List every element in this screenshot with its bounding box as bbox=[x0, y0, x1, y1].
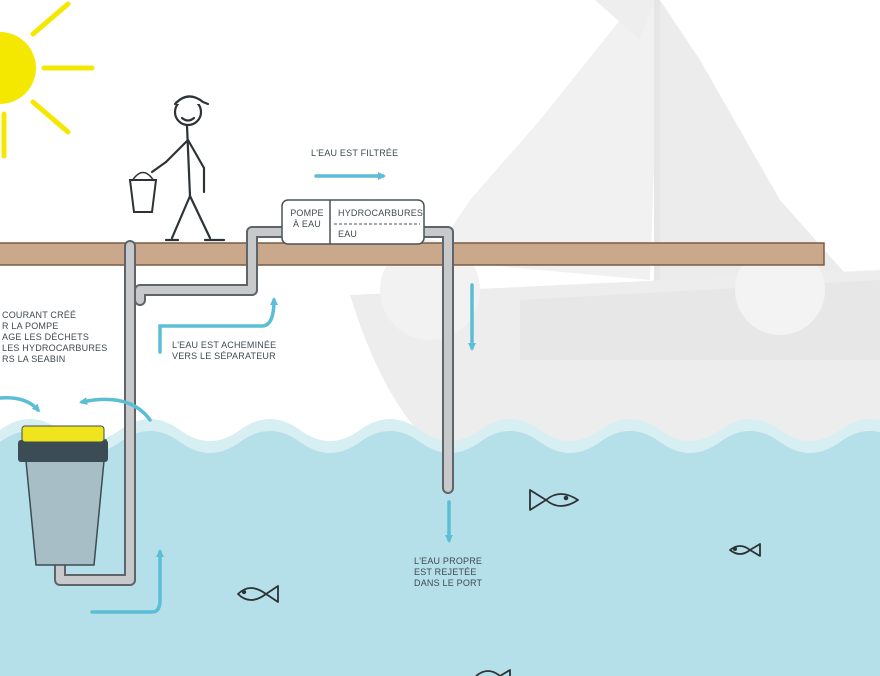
label-current-line5: RS LA SEABIN bbox=[2, 354, 66, 364]
sun-icon bbox=[0, 1, 95, 159]
label-water: EAU bbox=[338, 229, 358, 239]
label-pump: POMPE À EAU bbox=[284, 208, 330, 230]
label-water-filtered: L'EAU EST FILTRÉE bbox=[311, 148, 399, 158]
pipe-system bbox=[54, 226, 454, 586]
label-pump-line1: POMPE bbox=[290, 208, 324, 218]
label-current-line2: R LA POMPE bbox=[2, 321, 59, 331]
fish-icon bbox=[475, 669, 511, 676]
label-clean-line1: L'EAU PROPRE bbox=[414, 556, 483, 566]
arrow-up-bottom bbox=[90, 549, 164, 614]
arrow-routed bbox=[158, 297, 278, 354]
label-routed-line2: VERS LE SÉPARATEUR bbox=[172, 351, 276, 361]
separator-unit bbox=[281, 199, 425, 245]
label-routed-line1: L'EAU EST ACHEMINÉE bbox=[172, 340, 277, 350]
label-routed: L'EAU EST ACHEMINÉE VERS LE SÉPARATEUR bbox=[172, 340, 276, 362]
label-current-line4: LES HYDROCARBURES bbox=[2, 343, 108, 353]
water bbox=[0, 419, 880, 676]
label-pump-line2: À EAU bbox=[292, 219, 321, 229]
label-current-line1: COURANT CRÉÉ bbox=[2, 310, 77, 320]
label-clean-line3: DANS LE PORT bbox=[414, 578, 483, 588]
arrow-into-bin-left bbox=[0, 396, 40, 413]
fish-icon bbox=[529, 489, 579, 511]
label-current: COURANT CRÉÉ R LA POMPE AGE LES DÉCHETS … bbox=[2, 310, 107, 365]
arrow-into-bin-right bbox=[79, 397, 152, 422]
label-current-line3: AGE LES DÉCHETS bbox=[2, 332, 90, 342]
fish-icon bbox=[729, 543, 761, 557]
bucket-icon bbox=[128, 171, 158, 213]
seabin-icon bbox=[18, 425, 108, 566]
fish-icon bbox=[237, 585, 279, 603]
dock bbox=[0, 242, 825, 266]
label-hydrocarbons: HYDROCARBURES bbox=[338, 208, 424, 218]
flow-arrows bbox=[0, 172, 476, 614]
label-clean-water: L'EAU PROPRE EST REJETÉE DANS LE PORT bbox=[414, 556, 482, 589]
label-clean-line2: EST REJETÉE bbox=[414, 567, 477, 577]
fisherman-icon bbox=[150, 95, 226, 242]
